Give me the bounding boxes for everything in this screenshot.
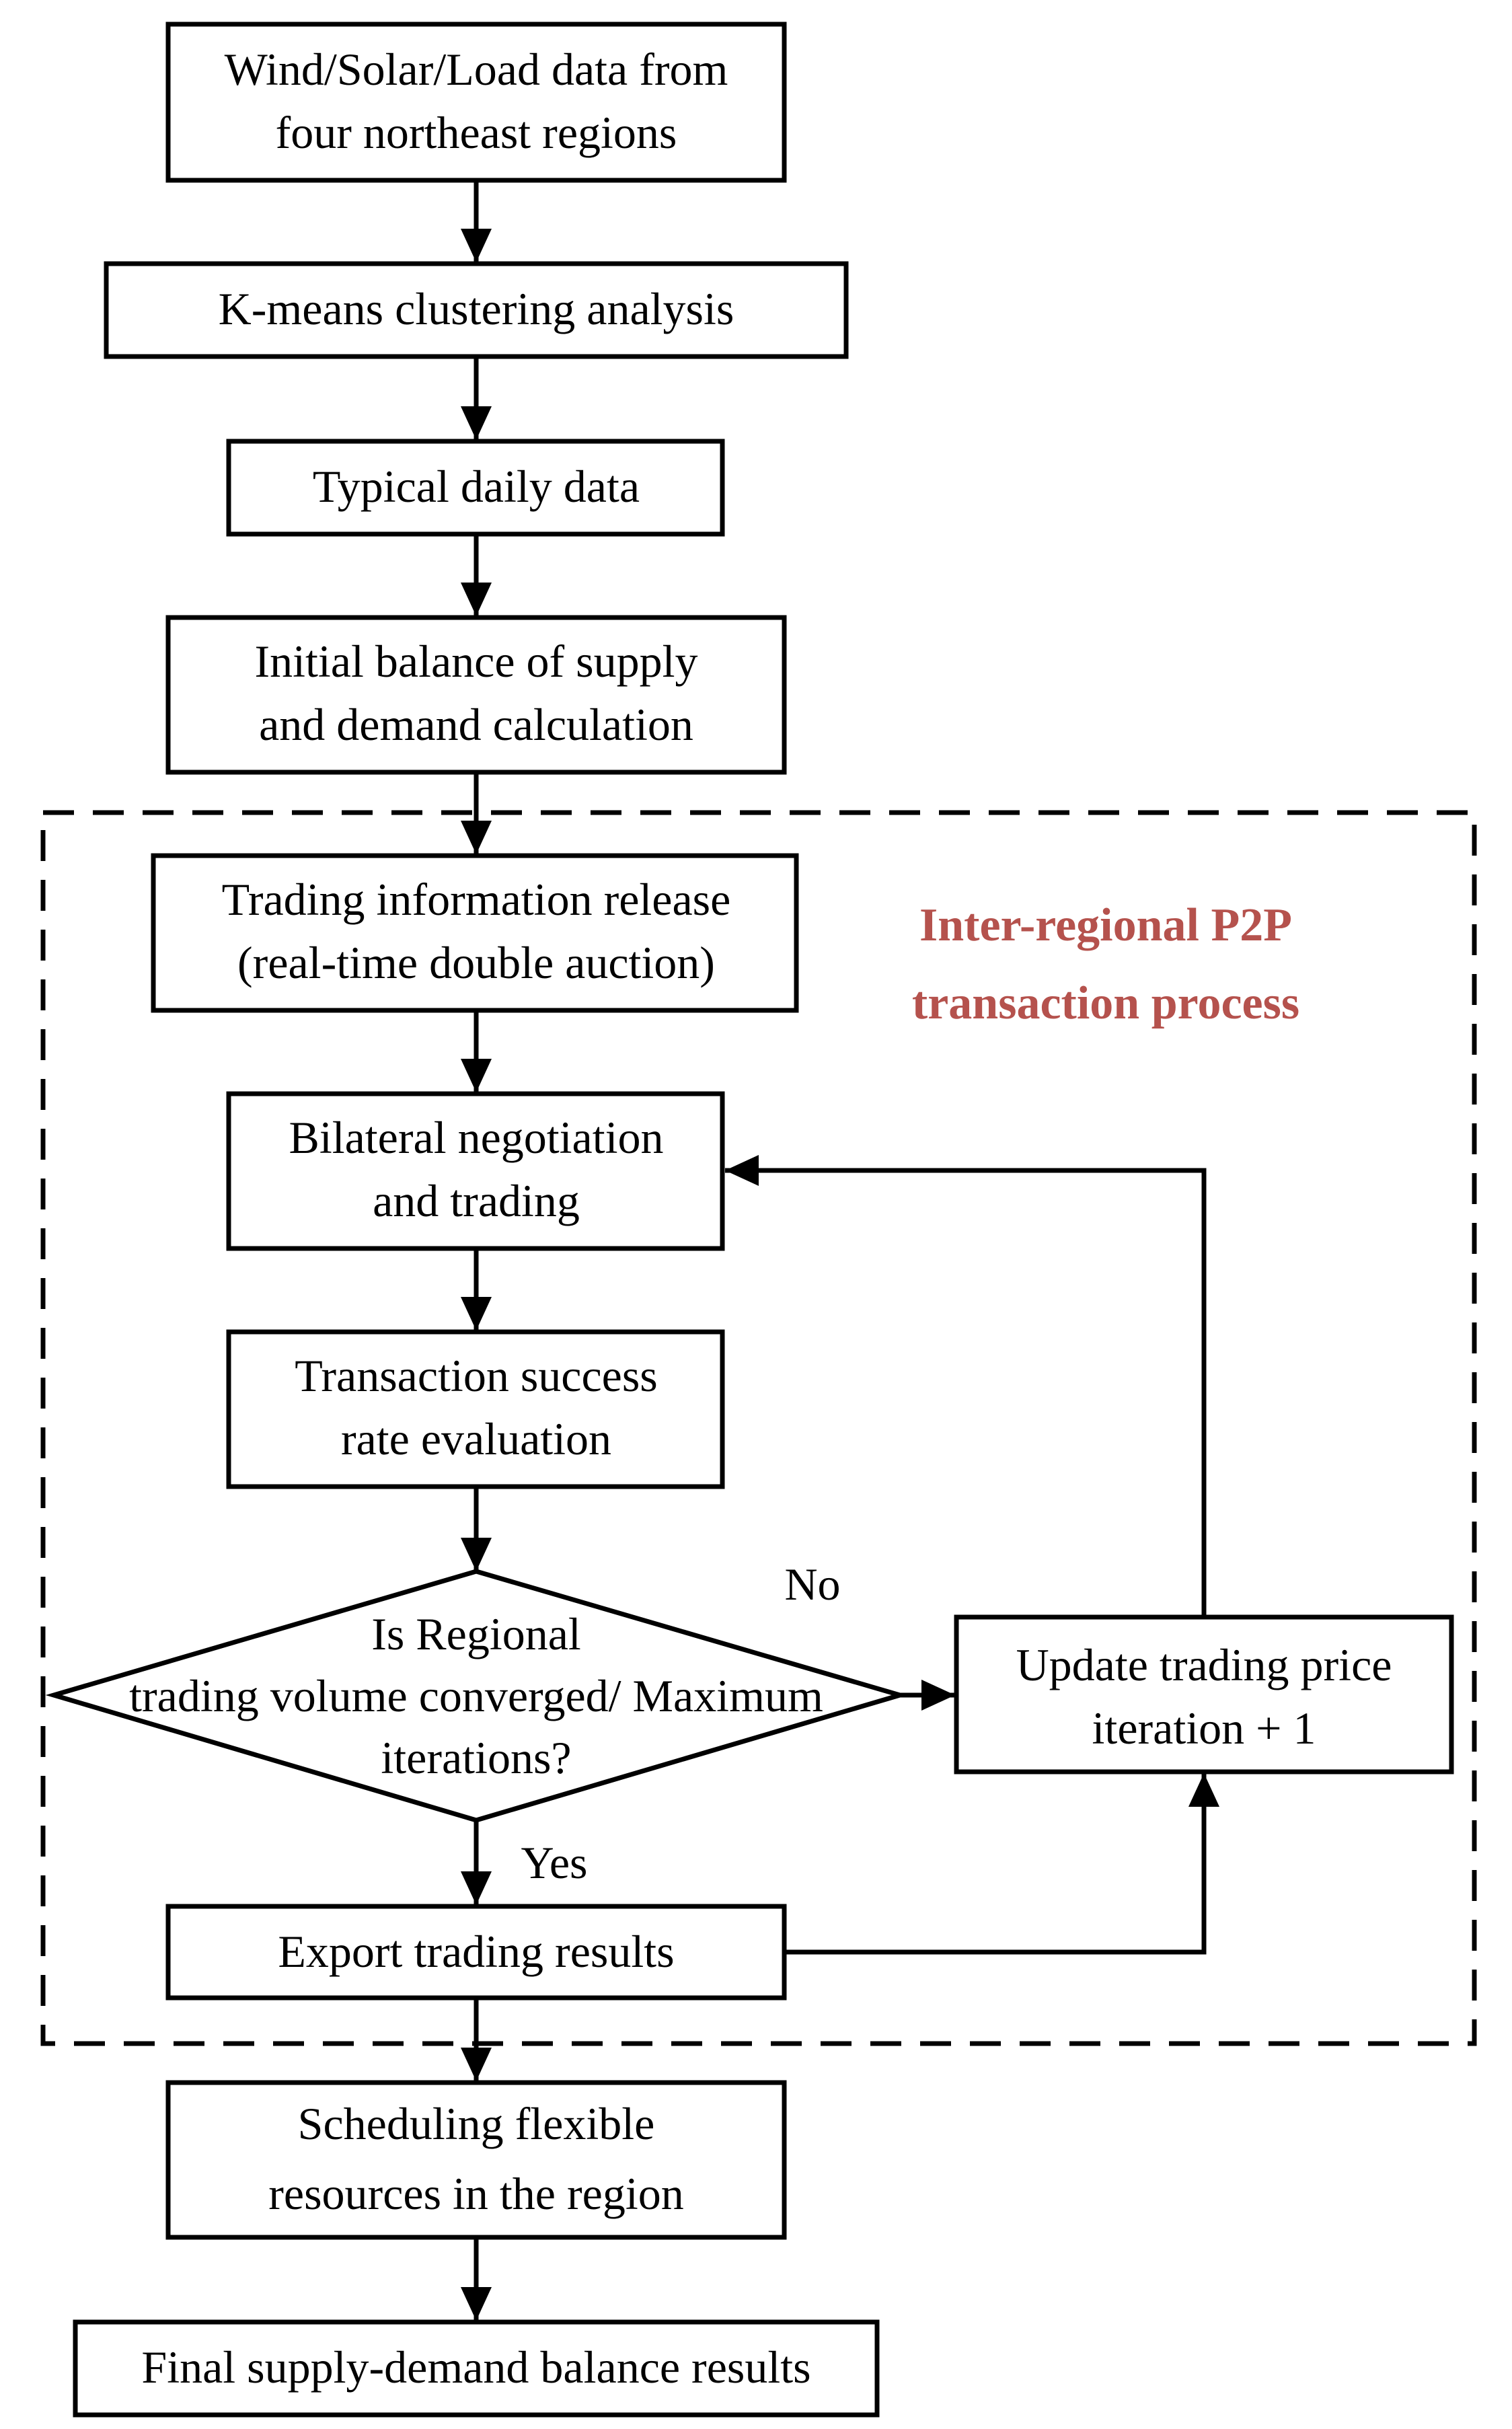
node-export-label: Export trading results — [278, 1926, 674, 1977]
edge-label-yes: Yes — [521, 1837, 588, 1888]
text-line: trading volume converged/ Maximum — [129, 1670, 823, 1721]
node-trading-info: Trading information release (real-time do… — [151, 853, 799, 1013]
node-scheduling-label: Scheduling flexible resources in the regi… — [268, 2098, 683, 2219]
text-line: iteration + 1 — [1092, 1703, 1316, 1754]
node-success-rate: Transaction success rate evaluation — [226, 1329, 725, 1489]
node-kmeans: K-means clustering analysis — [104, 261, 849, 359]
text-line: Trading information release — [222, 874, 731, 925]
edge-export-to-update — [784, 1773, 1219, 1955]
node-final-label: Final supply-demand balance results — [141, 2342, 810, 2393]
text-line: Wind/Solar/Load data from — [225, 44, 728, 95]
node-typical-daily: Typical daily data — [226, 439, 725, 537]
edge-label-no: No — [784, 1559, 840, 1610]
node-export: Export trading results — [165, 1904, 787, 2001]
text-line: Initial balance of supply — [254, 636, 697, 687]
text-line: and trading — [373, 1175, 580, 1226]
text-line: iterations? — [381, 1732, 571, 1783]
text-line: Transaction success — [295, 1350, 658, 1401]
node-initial-balance-label: Initial balance of supply and demand calc… — [254, 636, 697, 750]
node-success-rate-label: Transaction success rate evaluation — [295, 1350, 658, 1464]
text-line: four northeast regions — [276, 107, 677, 158]
text-line: rate evaluation — [341, 1413, 611, 1464]
text-line: Scheduling flexible — [298, 2098, 655, 2149]
node-data-source-label: Wind/Solar/Load data from four northeast … — [225, 44, 728, 158]
text-line: (real-time double auction) — [237, 937, 715, 988]
text-line: Typical daily data — [313, 461, 640, 512]
text-line: Bilateral negotiation — [289, 1112, 663, 1163]
node-initial-balance: Initial balance of supply and demand calc… — [165, 615, 787, 775]
node-decision: Is Regional trading volume converged/ Max… — [45, 1569, 909, 1823]
edges — [461, 182, 1219, 2321]
node-final: Final supply-demand balance results — [73, 2319, 880, 2418]
text-line: Inter-regional P2P — [919, 899, 1292, 951]
text-line: and demand calculation — [259, 699, 693, 750]
node-bilateral: Bilateral negotiation and trading — [226, 1091, 725, 1251]
text-line: K-means clustering analysis — [219, 283, 734, 334]
text-line: transaction process — [912, 977, 1299, 1029]
node-update-price-label: Update trading price iteration + 1 — [1016, 1639, 1392, 1754]
text-line: resources in the region — [268, 2168, 683, 2219]
node-decision-label: Is Regional trading volume converged/ Max… — [129, 1608, 823, 1783]
node-update-price: Update trading price iteration + 1 — [954, 1614, 1454, 1774]
text-line: Is Regional — [371, 1608, 581, 1659]
text-line: Update trading price — [1016, 1639, 1392, 1690]
region-label: Inter-regional P2P transaction process — [912, 899, 1299, 1029]
node-typical-daily-label: Typical daily data — [313, 461, 640, 512]
node-data-source: Wind/Solar/Load data from four northeast … — [165, 22, 787, 183]
edge-update-to-bilateral — [725, 1155, 1207, 1616]
node-trading-info-label: Trading information release (real-time do… — [222, 874, 731, 988]
text-line: Export trading results — [278, 1926, 674, 1977]
text-line: Final supply-demand balance results — [141, 2342, 810, 2393]
node-scheduling: Scheduling flexible resources in the regi… — [165, 2080, 787, 2240]
node-bilateral-label: Bilateral negotiation and trading — [289, 1112, 663, 1226]
node-kmeans-label: K-means clustering analysis — [219, 283, 734, 334]
region-boundary — [40, 810, 1477, 2046]
